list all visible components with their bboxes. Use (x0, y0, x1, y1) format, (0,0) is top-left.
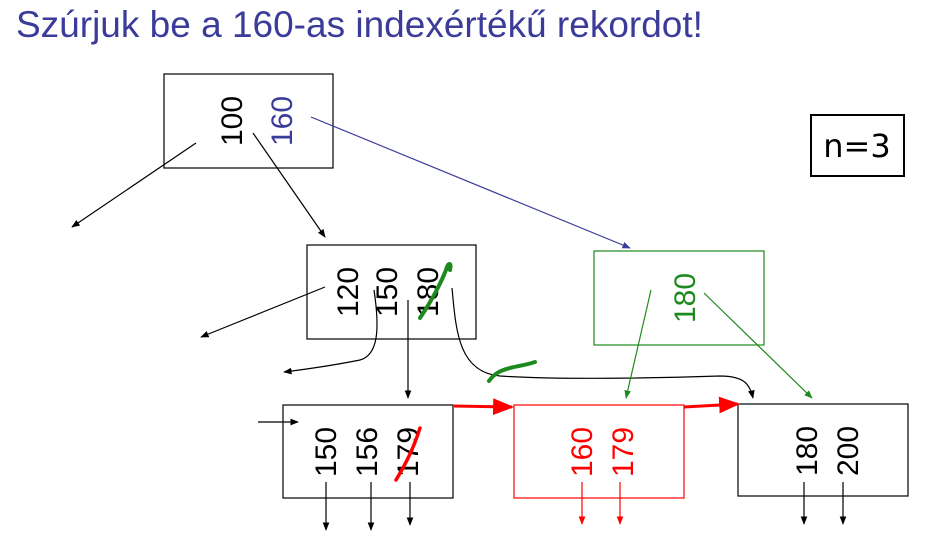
leaf1-key-156: 156 (351, 427, 384, 477)
internal-right-key-180: 180 (669, 273, 702, 323)
root-pointer-left (71, 142, 197, 228)
leaf3-key-180: 180 (791, 426, 824, 476)
internal-node-right: 180 (593, 250, 765, 346)
root-key-100: 100 (216, 96, 249, 146)
root-pointer-middle (252, 132, 326, 238)
strike-mark-pointer (487, 360, 537, 383)
internal-left-key-120: 120 (332, 267, 365, 317)
strike-mark-179 (394, 426, 422, 482)
internal-right-pointer-0 (624, 289, 652, 399)
strike-mark-180 (418, 262, 453, 320)
leaf-node-2: 160 179 (513, 404, 685, 499)
n-parameter-label: n=3 (823, 127, 890, 165)
root-node: 100 160 (163, 73, 334, 169)
leaf1-key-150: 150 (310, 427, 343, 477)
leaf-chain-1-to-2 (453, 398, 515, 416)
internal-node-left: 120 150 180 (306, 244, 477, 340)
leaf3-key-200: 200 (832, 426, 865, 476)
internal-left-pointer-0 (200, 286, 326, 338)
leaf2-key-160: 160 (566, 427, 599, 477)
leaf1-key-179: 179 (392, 427, 425, 477)
leaf2-key-179: 179 (607, 427, 640, 477)
page-title: Szúrjuk be a 160-as indexértékű rekordot… (16, 4, 703, 45)
internal-left-key-180: 180 (412, 267, 445, 317)
internal-left-pointer-1 (283, 289, 378, 375)
root-pointer-160 (310, 116, 631, 249)
internal-right-pointer-1 (703, 292, 813, 399)
root-key-160: 160 (266, 96, 299, 146)
n-parameter-box: n=3 (810, 114, 905, 177)
leaf-node-1: 150 156 179 (282, 404, 454, 499)
leaf-node-3: 180 200 (737, 403, 909, 497)
internal-left-pointer-3 (451, 287, 755, 399)
leaf-chain-2-to-3 (683, 396, 741, 414)
